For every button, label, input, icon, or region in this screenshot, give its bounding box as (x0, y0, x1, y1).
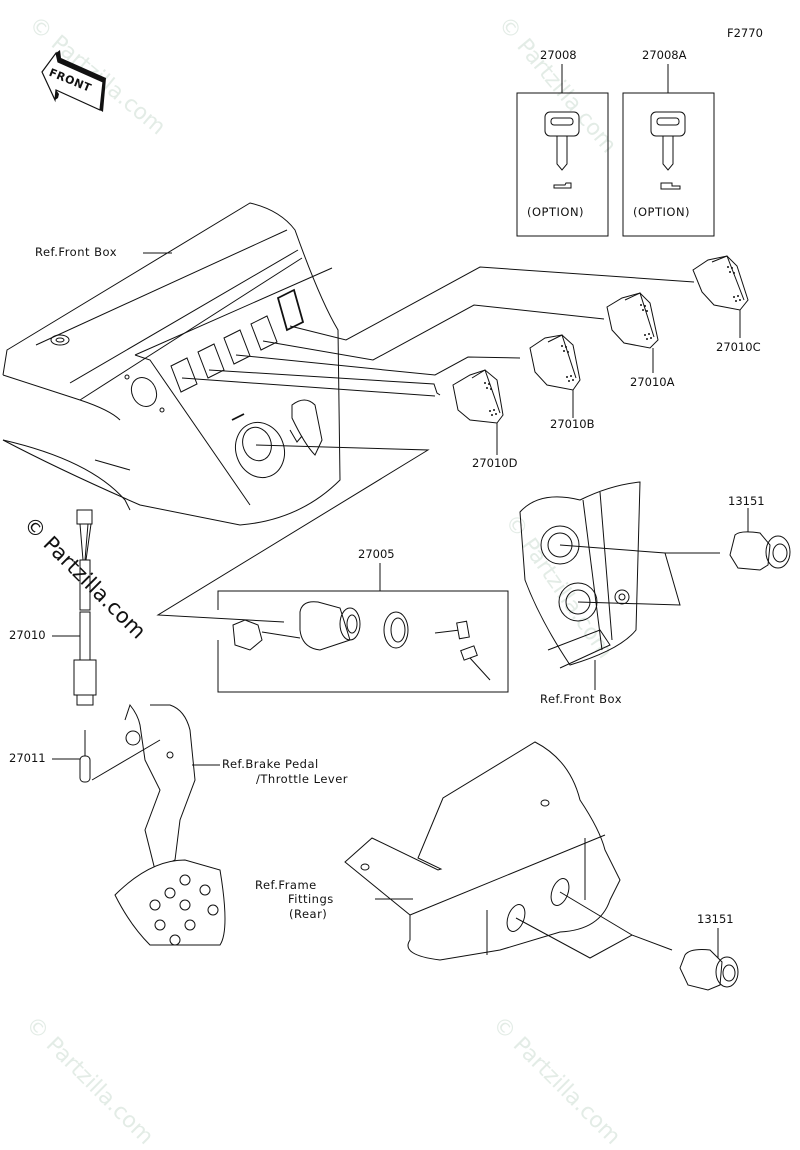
ref-front-box-right: Ref.Front Box (540, 692, 623, 706)
part-label-27010a: 27010A (630, 375, 675, 389)
front-arrow-icon (41, 50, 106, 112)
switch-slots (170, 288, 305, 393)
ref-brake-pedal-line2: /Throttle Lever (256, 772, 349, 786)
part-label-27010b: 27010B (550, 417, 595, 431)
part-label-27010: 27010 (9, 628, 46, 642)
ref-frame-line1: Ref.Frame (255, 878, 317, 892)
key-27008a (622, 64, 715, 237)
ignition-leader-line (156, 444, 430, 623)
spring-27011 (52, 730, 161, 783)
rocker-switch-27010c (692, 255, 749, 338)
part-label-13151-upper: 13151 (728, 494, 765, 508)
ref-front-box-top: Ref.Front Box (35, 245, 118, 259)
part-label-27008a: 27008A (642, 48, 687, 62)
switch-leader-lines (181, 266, 695, 397)
brake-switch-27010 (52, 509, 97, 706)
rocker-switch-27010d (452, 369, 504, 455)
ignition-switch-kit-27005 (217, 563, 509, 693)
power-socket-13151-upper (729, 508, 791, 571)
front-box-dashboard (2, 202, 341, 526)
option-note-27008a: (OPTION) (633, 205, 691, 219)
power-socket-13151-lower (679, 928, 739, 991)
option-note-27008: (OPTION) (527, 205, 585, 219)
part-label-27011: 27011 (9, 751, 46, 765)
key-27008 (516, 64, 609, 237)
frame-fittings-rear (344, 741, 673, 961)
parts-diagram (2, 50, 791, 991)
ref-frame-line3: (Rear) (289, 907, 328, 921)
brake-pedal (114, 703, 226, 946)
part-label-27008: 27008 (540, 48, 577, 62)
rocker-switch-27010a (606, 292, 659, 373)
rocker-switch-27010b (529, 334, 581, 418)
part-label-27005: 27005 (358, 547, 395, 561)
part-label-27010c: 27010C (716, 340, 761, 354)
part-label-13151-lower: 13151 (697, 912, 734, 926)
front-box-socket-panel (519, 481, 720, 690)
ref-frame-line2: Fittings (288, 892, 334, 906)
figure-code: F2770 (727, 26, 763, 40)
ref-brake-pedal-line1: Ref.Brake Pedal (222, 757, 319, 771)
part-label-27010d: 27010D (472, 456, 518, 470)
ignition-switch-on-dash (231, 399, 323, 479)
